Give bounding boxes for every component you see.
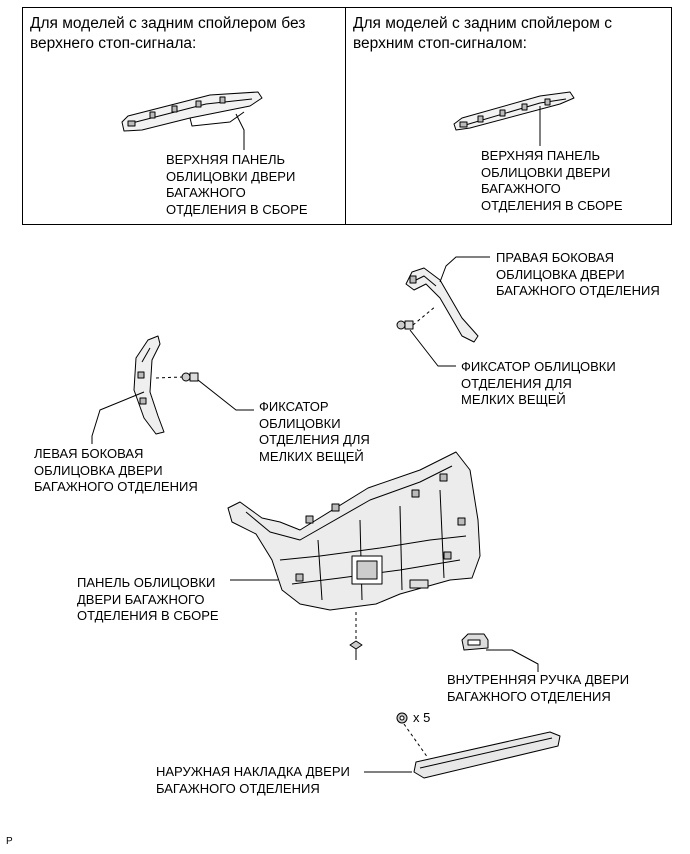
upper-panel-left-drawing: [121, 91, 263, 132]
left-side-trim-drawing: [133, 335, 165, 435]
right-variant-header: Для моделей с задним спойлером с верхним…: [353, 15, 613, 52]
left-retainer-drawing: [181, 372, 199, 382]
upper-panel-right-drawing: [453, 91, 575, 131]
left-retainer-label: ФИКСАТОР ОБЛИЦОВКИ ОТДЕЛЕНИЯ ДЛЯ МЕЛКИХ …: [259, 399, 370, 464]
leader-left-upper-panel: [235, 113, 245, 150]
left-variant-header: Для моделей с задним спойлером без верхн…: [30, 15, 306, 52]
door-trim-panel-label: ПАНЕЛЬ ОБЛИЦОВКИ ДВЕРИ БАГАЖНОГО ОТДЕЛЕН…: [77, 575, 219, 623]
leader-left-side-trim: [91, 391, 145, 444]
right-retainer-drawing: [396, 320, 414, 330]
leader-right-side-trim: [439, 256, 490, 283]
garnish-clip-drawing: [396, 712, 408, 724]
clip-count-label: x 5: [413, 710, 431, 725]
inside-handle-drawing: [461, 633, 489, 651]
right-side-trim-label: ПРАВАЯ БОКОВАЯ ОБЛИЦОВКА ДВЕРИ БАГАЖНОГО…: [496, 250, 660, 298]
outside-garnish-label: НАРУЖНАЯ НАКЛАДКА ДВЕРИ БАГАЖНОГО ОТДЕЛЕ…: [156, 764, 350, 796]
leader-inside-handle: [486, 649, 539, 672]
leader-right-retainer: [409, 329, 456, 367]
left-retainer-axis: [155, 376, 183, 379]
door-trim-panel-drawing: [227, 451, 481, 611]
left-upper-panel-label: ВЕРХНЯЯ ПАНЕЛЬ ОБЛИЦОВКИ ДВЕРИ БАГАЖНОГО…: [166, 152, 308, 217]
bottom-screw-drawing: [349, 640, 363, 660]
leader-left-retainer: [197, 379, 254, 411]
right-retainer-axis: [412, 305, 437, 326]
corner-mark: P: [6, 836, 13, 847]
right-side-trim-drawing: [405, 267, 479, 343]
garnish-clip-axis: [403, 723, 429, 759]
right-upper-panel-label: ВЕРХНЯЯ ПАНЕЛЬ ОБЛИЦОВКИ ДВЕРИ БАГАЖНОГО…: [481, 148, 623, 213]
right-retainer-label: ФИКСАТОР ОБЛИЦОВКИ ОТДЕЛЕНИЯ ДЛЯ МЕЛКИХ …: [461, 359, 616, 407]
left-side-trim-label: ЛЕВАЯ БОКОВАЯ ОБЛИЦОВКА ДВЕРИ БАГАЖНОГО …: [34, 446, 198, 494]
outside-garnish-drawing: [413, 731, 561, 779]
variant-table: [22, 7, 672, 225]
table-divider: [345, 8, 346, 224]
inside-handle-label: ВНУТРЕННЯЯ РУЧКА ДВЕРИ БАГАЖНОГО ОТДЕЛЕН…: [447, 672, 630, 704]
